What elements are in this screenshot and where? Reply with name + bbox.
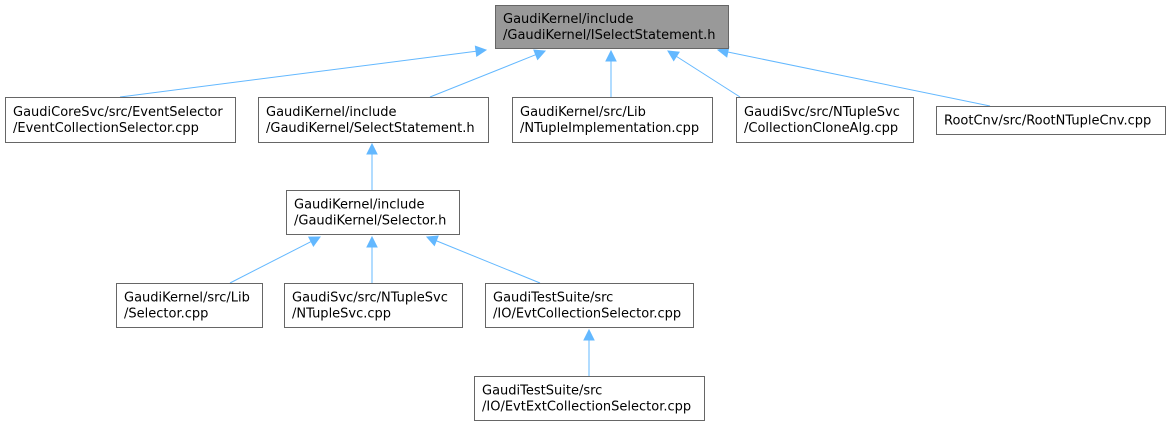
graph-node[interactable]: GaudiSvc/src/NTupleSvc/NTupleSvc.cpp xyxy=(284,283,463,328)
edge-n1-n0 xyxy=(119,45,488,98)
arrowhead-icon xyxy=(605,49,617,62)
edges-layer xyxy=(119,45,991,376)
node-label-line: /NTupleImplementation.cpp xyxy=(520,121,699,136)
node-label-line: /CollectionCloneAlg.cpp xyxy=(744,121,898,136)
graph-node[interactable]: GaudiKernel/src/Lib/Selector.cpp xyxy=(116,283,263,328)
arrowhead-icon xyxy=(307,236,321,247)
graph-node[interactable]: RootCnv/src/RootNTupleCnv.cpp xyxy=(936,106,1166,135)
arrowhead-icon xyxy=(366,142,378,155)
node-label-line: GaudiKernel/include xyxy=(294,198,424,213)
node-label-line: /EventCollectionSelector.cpp xyxy=(13,121,199,136)
edge-n6-n2 xyxy=(366,142,378,190)
node-label-line: GaudiKernel/src/Lib xyxy=(124,291,250,306)
edge-n3-n0 xyxy=(605,49,617,97)
node-box xyxy=(736,97,914,143)
graph-node[interactable]: GaudiTestSuite/src/IO/EvtCollectionSelec… xyxy=(485,283,694,328)
node-label-line: GaudiCoreSvc/src/EventSelector xyxy=(13,105,223,120)
node-label-line: GaudiSvc/src/NTupleSvc xyxy=(292,291,448,306)
nodes-layer: GaudiKernel/include/GaudiKernel/ISelectS… xyxy=(5,5,1166,421)
node-box xyxy=(286,190,460,235)
node-label-line: /NTupleSvc.cpp xyxy=(292,307,391,322)
node-label-line: /GaudiKernel/SelectStatement.h xyxy=(266,121,475,136)
edge-line xyxy=(727,51,991,107)
graph-root-node[interactable]: GaudiKernel/include/GaudiKernel/ISelectS… xyxy=(495,5,729,49)
edge-line xyxy=(119,50,477,98)
graph-node[interactable]: GaudiSvc/src/NTupleSvc/CollectionCloneAl… xyxy=(736,97,914,143)
edge-line xyxy=(676,55,741,98)
edge-line xyxy=(436,240,541,284)
graph-node[interactable]: GaudiKernel/src/Lib/NTupleImplementation… xyxy=(512,97,713,143)
node-box xyxy=(5,97,236,143)
graph-node[interactable]: GaudiCoreSvc/src/EventSelector/EventColl… xyxy=(5,97,236,143)
node-label-line: GaudiTestSuite/src xyxy=(482,384,602,399)
node-label-line: /IO/EvtCollectionSelector.cpp xyxy=(493,307,681,322)
node-box xyxy=(495,5,729,49)
edge-n8-n6 xyxy=(366,235,378,283)
edge-n2-n0 xyxy=(429,49,547,98)
edge-line xyxy=(229,241,312,284)
node-box xyxy=(936,106,1166,135)
node-label-line: GaudiKernel/src/Lib xyxy=(520,105,646,120)
edge-n10-n9 xyxy=(583,328,595,376)
node-box xyxy=(284,283,463,328)
arrowhead-icon xyxy=(425,235,439,247)
node-label-line: GaudiSvc/src/NTupleSvc xyxy=(744,105,900,120)
node-box xyxy=(116,283,263,328)
node-box xyxy=(258,97,489,143)
node-label-line: /GaudiKernel/Selector.h xyxy=(294,214,446,229)
graph-node[interactable]: GaudiKernel/include/GaudiKernel/Selector… xyxy=(286,190,460,235)
node-box xyxy=(485,283,694,328)
node-label-line: GaudiTestSuite/src xyxy=(493,291,613,306)
node-label-line: GaudiKernel/include xyxy=(503,12,633,27)
node-label-line: /Selector.cpp xyxy=(124,307,208,322)
arrowhead-icon xyxy=(474,45,488,58)
edge-n9-n6 xyxy=(425,235,541,284)
node-label-line: /IO/EvtExtCollectionSelector.cpp xyxy=(482,400,691,415)
arrowhead-icon xyxy=(533,49,547,61)
edge-line xyxy=(429,54,536,98)
arrowhead-icon xyxy=(667,50,680,62)
arrowhead-icon xyxy=(366,235,378,248)
node-label-line: RootCnv/src/RootNTupleCnv.cpp xyxy=(944,114,1151,129)
node-box xyxy=(474,376,705,421)
node-label-line: GaudiKernel/include xyxy=(266,105,396,120)
node-box xyxy=(512,97,713,143)
arrowhead-icon xyxy=(583,328,595,341)
edge-n4-n0 xyxy=(667,50,741,98)
edge-n7-n6 xyxy=(229,236,321,284)
node-label-line: /GaudiKernel/ISelectStatement.h xyxy=(503,28,715,43)
graph-node[interactable]: GaudiKernel/include/GaudiKernel/SelectSt… xyxy=(258,97,489,143)
graph-node[interactable]: GaudiTestSuite/src/IO/EvtExtCollectionSe… xyxy=(474,376,705,421)
